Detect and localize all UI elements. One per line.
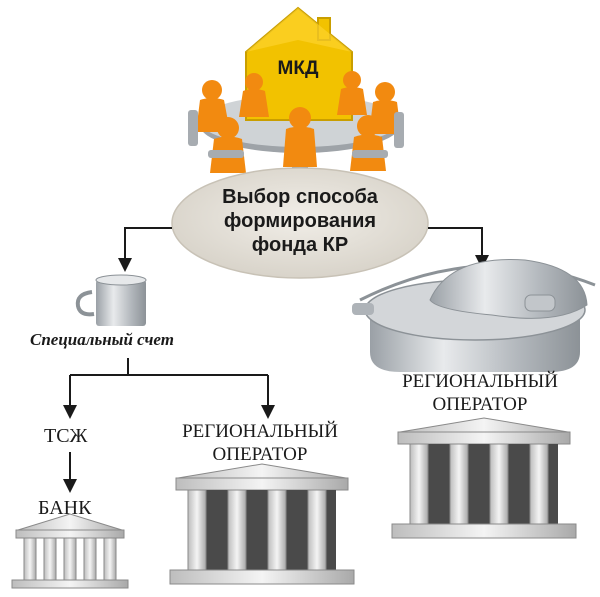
chairs-icon — [188, 110, 404, 158]
hoa-label: ТСЖ — [44, 425, 88, 447]
special-account-label: Специальный счет — [30, 330, 174, 349]
connector-lines — [63, 227, 489, 493]
choice-title-line3: фонда КР — [251, 234, 349, 256]
choice-title-line1: Выбор способа — [222, 186, 378, 208]
regional-operator-right-line1: РЕГИОНАЛЬНЫЙ — [402, 371, 558, 392]
choice-title-line2: формирования — [223, 210, 377, 232]
bank-building-icon — [11, 513, 129, 589]
regional-operator-mid-line1: РЕГИОНАЛЬНЫЙ — [182, 421, 338, 442]
regional-operator-building-right-icon — [391, 417, 577, 539]
choice-title: Выбор способа формирования фонда КР — [185, 185, 415, 257]
people-icon — [196, 71, 401, 173]
meeting-illustration — [188, 6, 404, 173]
regional-operator-building-mid-icon — [169, 463, 355, 585]
mug-icon — [75, 274, 147, 326]
house-label: МКД — [277, 58, 319, 79]
regional-operator-mid-label: РЕГИОНАЛЬНЫЙ ОПЕРАТОР — [155, 420, 365, 466]
regional-operator-right-label: РЕГИОНАЛЬНЫЙ ОПЕРАТОР — [370, 370, 590, 416]
pot-icon — [352, 259, 596, 372]
arrow-to-regional-operator-right — [428, 227, 489, 269]
house-icon — [245, 6, 353, 121]
arrow-to-special-account — [118, 227, 172, 272]
choice-oval — [171, 167, 429, 279]
regional-operator-mid-line2: ОПЕРАТОР — [212, 444, 308, 465]
bank-label: БАНК — [38, 497, 92, 519]
regional-operator-right-line2: ОПЕРАТОР — [432, 394, 528, 415]
